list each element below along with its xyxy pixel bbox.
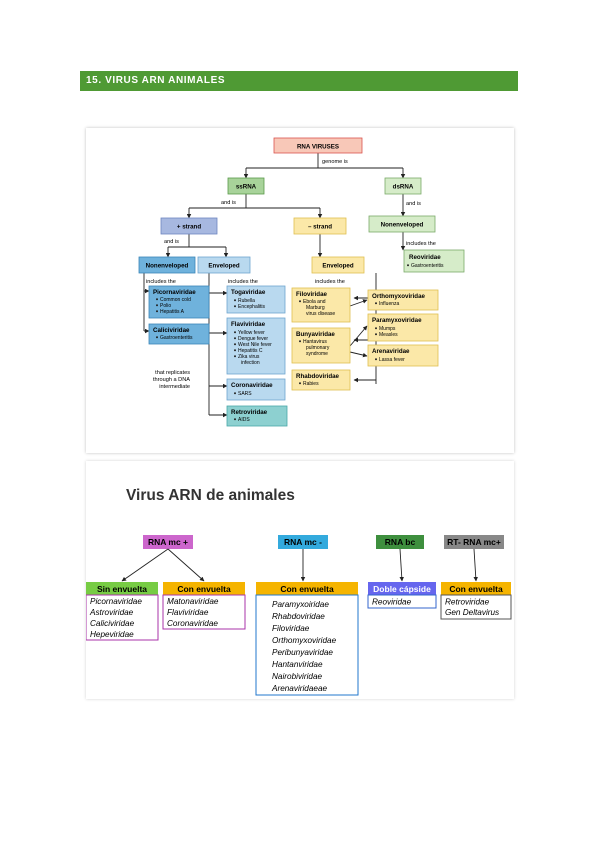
flavi-item-6: infection [241,360,260,366]
toga-item-1: Rubella [238,298,255,304]
orthomyxoviridae-name: Orthomyxoviridae [372,293,426,300]
box3-header: Con envuelta [280,584,334,594]
bunya-item-3: syndrome [306,351,328,357]
enveloped-plus-label: Enveloped [208,263,240,270]
box3-item-1: Paramyxoiridae [272,600,329,609]
corona-item-1: SARS [238,391,252,397]
box2-item-1: Matonaviridae [167,597,219,606]
ssrna-label: ssRNA [236,184,257,191]
replicates-note-1: that replicates [155,370,190,376]
filo-item-1: Ebola and [303,299,326,305]
box2-item-3: Coronaviridae [167,619,218,628]
bunyaviridae-name: Bunyaviridae [296,331,335,338]
bunya-item-2: pulmonary [306,345,330,351]
plus-strand-label: + strand [177,224,201,231]
section-banner: 15. VIRUS ARN ANIMALES [80,71,518,91]
togaviridae-name: Togaviridae [231,289,266,296]
box5-header: Con envuelta [449,584,503,594]
box1-item-2: Astroviridae [89,608,134,617]
box2-header: Con envuelta [177,584,231,594]
rna-viruses-flowchart: RNA VIRUSES genome is ssRNA dsRNA and is… [86,128,514,453]
root-label: RNA VIRUSES [297,144,339,151]
box5-item-1: Retroviridae [445,598,490,607]
toga-item-2: Encephalitis [238,304,265,310]
includes-the-c: includes the [315,279,345,285]
includes-the-ds: includes the [406,241,436,247]
reoviridae-item: Gastroenteritis [411,263,444,269]
nonenveloped-ds-label: Nonenveloped [381,222,424,229]
replicates-note-2: through a DNA [153,377,190,383]
minus-strand-label: – strand [308,224,332,231]
flavi-item-4: Hepatitis C [238,348,263,354]
reoviridae-name: Reoviridae [409,254,441,261]
picorna-item-2: Polio [160,303,171,309]
and-is-label-2: and is [406,201,421,207]
filo-item-2: Marburg [306,305,325,311]
coronaviridae-name: Coronaviridae [231,382,273,389]
and-is-label-3: and is [164,239,179,245]
para-item-2: Measles [379,332,398,338]
flaviviridae-name: Flaviviridae [231,321,266,328]
box3-item-3: Filoviridae [272,624,310,633]
flavi-item-5: Zika virus [238,354,260,360]
box3-item-5: Peribunyaviridae [272,648,333,657]
caliciviridae-name: Caliciviridae [153,327,190,334]
box1-header: Sin envuelta [97,584,147,594]
box1-item-4: Hepeviridae [90,630,134,639]
filoviridae-name: Filoviridae [296,291,328,298]
arena-item-1: Lassa fever [379,357,405,363]
virus-arn-animales-figure: Virus ARN de animales RNA mc + RNA mc - … [85,461,514,699]
genome-is-label: genome is [322,159,348,165]
flavi-item-2: Dengue fever [238,336,268,342]
flowchart-svg: RNA VIRUSES genome is ssRNA dsRNA and is… [138,137,465,427]
flavi-item-3: West Nile fever [238,342,272,348]
calici-item-1: Gastroenteritis [160,335,193,341]
group-label-2: RNA mc - [284,537,322,547]
box4-header: Doble cápside [373,584,431,594]
box3-item-6: Hantanviridae [272,660,323,669]
arenaviridae-name: Arenaviridae [372,348,410,355]
retroviridae-name: Retroviridae [231,409,268,416]
rhabdo-item-1: Rabies [303,381,319,387]
box4-item-1: Reoviridae [372,598,412,607]
filo-item-3: virus disease [306,311,335,317]
rhabdoviridae-name: Rhabdoviridae [296,373,340,380]
box3-item-4: Orthomyxoviridae [272,636,337,645]
retro-item-1: AIDS [238,417,250,423]
and-is-label-1: and is [221,200,236,206]
bunya-item-1: Hantavirus [303,339,327,345]
picornaviridae-name: Picornaviridae [153,289,196,296]
paramyxoviridae-name: Paramyxoviridae [372,317,422,324]
group-label-4: RT- RNA mc+ [447,537,501,547]
box3-item-8: Arenaviridaeae [271,684,328,693]
box1-item-1: Picornaviridae [90,597,142,606]
box2-item-2: Flaviviridae [167,608,209,617]
picorna-item-3: Hepatitis A [160,309,185,315]
ortho-item-1: Influenza [379,301,400,307]
nonenveloped-plus-label: Nonenveloped [146,263,189,270]
includes-the-b: includes the [228,279,258,285]
flavi-item-1: Yellow fever [238,330,265,336]
dsrna-label: dsRNA [393,184,414,191]
includes-the-a: includes the [146,279,176,285]
box1-item-3: Caliciviridae [90,619,135,628]
classification-svg: Virus ARN de animales RNA mc + RNA mc - … [85,487,512,696]
section-title: 15. VIRUS ARN ANIMALES [86,75,226,86]
para-item-1: Mumps [379,326,396,332]
group-label-1: RNA mc + [148,537,188,547]
figure2-title: Virus ARN de animales [126,487,295,504]
box3-item-7: Nairobiviridae [272,672,323,681]
group-label-3: RNA bc [385,537,416,547]
box3-item-2: Rhabdoviridae [272,612,325,621]
replicates-note-3: intermediate [159,384,190,390]
box5-item-2: Gen Deltavirus [445,608,499,617]
enveloped-minus-label: Enveloped [322,263,354,270]
picorna-item-1: Common cold [160,297,191,303]
